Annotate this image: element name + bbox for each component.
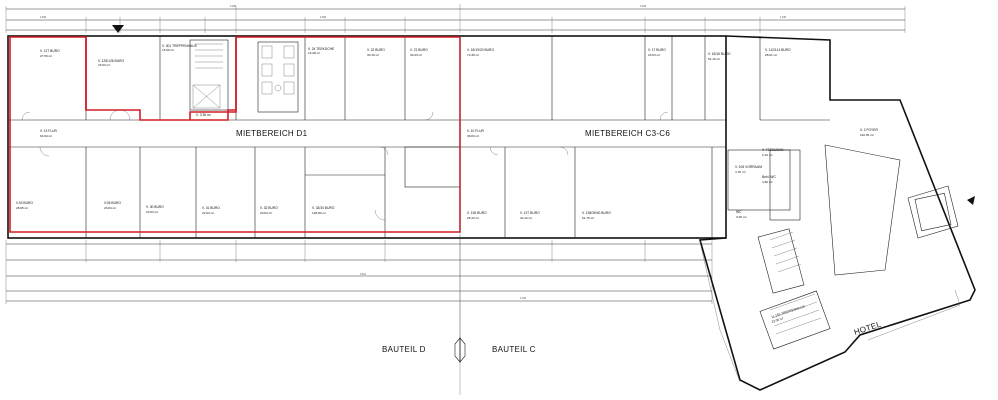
room-labels-top: V. 127 BURO 27.59 m² V. 125/126 BURO 23.… bbox=[40, 44, 791, 67]
room-name: V.03 BURO bbox=[16, 201, 33, 205]
room-area: 15.20 m² bbox=[162, 48, 174, 52]
room-area: 36.84 m² bbox=[467, 134, 479, 138]
room-name: V. 17 BURO bbox=[648, 48, 666, 52]
room-name: V. 31 BURO bbox=[202, 206, 220, 210]
room-area: 30.43 m² bbox=[410, 53, 422, 57]
room-name: V. 127 BURO bbox=[40, 49, 60, 53]
room-name: V. 32 BURO bbox=[260, 206, 278, 210]
dimension-lines-bottom: 3.611 1.015 bbox=[5, 236, 713, 340]
room-area: 14.48 m² bbox=[308, 51, 320, 55]
room-area: 32.12 m² bbox=[520, 216, 532, 220]
rental-area-d1-outline bbox=[9, 36, 461, 233]
room-area: 4.60 m² bbox=[762, 180, 773, 184]
svg-text:1.015: 1.015 bbox=[520, 297, 527, 300]
part-label-hotel: HOTEL bbox=[853, 320, 883, 337]
room-name: V. 33/34 BURO bbox=[312, 206, 335, 210]
room-name: V. 106 VORRAUM bbox=[735, 165, 762, 169]
svg-text:3.015: 3.015 bbox=[640, 5, 647, 8]
room-labels-mid: V. 13 FLUR 64.94 m² V. 3 36 m² V. 10 FLU… bbox=[40, 113, 878, 157]
room-name: V. 22 BURO bbox=[367, 48, 385, 52]
svg-text:3.015: 3.015 bbox=[230, 5, 237, 8]
room-name: V. 24 TEEKÜCHE bbox=[308, 47, 335, 51]
room-area: 23.00 m² bbox=[771, 316, 784, 324]
svg-text:1.815: 1.815 bbox=[40, 16, 47, 19]
zone-label-c: MIETBEREICH C3-C6 bbox=[585, 129, 670, 138]
dimension-lines-top: 3.015 3.015 1.815 2.015 1.015 bbox=[5, 4, 906, 33]
room-name: V. TEEKÜCHE bbox=[762, 148, 784, 152]
room-name: V. 15/16 BURO bbox=[708, 52, 731, 56]
room-name: V. 136 BURO bbox=[467, 211, 487, 215]
room-area: 72.38 m² bbox=[467, 53, 479, 57]
room-area: 28.95 m² bbox=[16, 206, 28, 210]
room-area: 51.16 m² bbox=[708, 57, 720, 61]
room-name: WC bbox=[736, 210, 742, 214]
room-area: 110.35 m² bbox=[860, 133, 874, 137]
svg-text:3.611: 3.611 bbox=[360, 273, 366, 276]
room-name: V. 137 BURO bbox=[520, 211, 540, 215]
room-name: V. 13 FLUR bbox=[40, 129, 58, 133]
zone-label-d1: MIETBEREICH D1 bbox=[236, 129, 308, 138]
room-name: V. 112/114 BURO bbox=[765, 48, 791, 52]
room-name: V. 18/19/20 BURO bbox=[467, 48, 494, 52]
svg-text:2.015: 2.015 bbox=[320, 16, 327, 19]
room-name: V. 10 FLUR bbox=[467, 129, 485, 133]
room-area: 23.84 m² bbox=[104, 206, 116, 210]
room-area: 20.84 m² bbox=[260, 211, 272, 215]
part-label-c: BAUTEIL C bbox=[492, 345, 536, 354]
hotel-wing bbox=[698, 35, 976, 391]
room-area: 27.59 m² bbox=[40, 54, 52, 58]
room-name: V. 301 TREPPENHAUS bbox=[162, 44, 198, 48]
room-area: 30.16 m² bbox=[367, 53, 379, 57]
room-name: V. 30 BURO bbox=[146, 205, 164, 209]
room-name: V. 125/126 BURO bbox=[98, 59, 125, 63]
room-area: 64.94 m² bbox=[40, 134, 52, 138]
room-area: 2.10 m² bbox=[762, 153, 773, 157]
room-name: V. 138/39/40 BURO bbox=[582, 211, 611, 215]
section-marker bbox=[112, 25, 466, 395]
room-area: 26.43 m² bbox=[467, 216, 479, 220]
room-area: 22.03 m² bbox=[202, 211, 214, 215]
room-area: 4.78 m² bbox=[735, 170, 746, 174]
room-area: 128.80 m² bbox=[312, 211, 326, 215]
room-name: V. 153 TREPPENHAUS bbox=[771, 304, 806, 319]
part-label-d: BAUTEIL D bbox=[382, 345, 426, 354]
room-area: 23.03 m² bbox=[146, 210, 158, 214]
room-area: 23.63 m² bbox=[98, 63, 110, 67]
room-name: V. 3 36 m² bbox=[196, 113, 212, 117]
room-area: 61.79 m² bbox=[582, 216, 594, 220]
room-name: V. 21 BURO bbox=[410, 48, 428, 52]
room-name: V. 2 FOYER bbox=[860, 128, 878, 132]
room-area: 28.01 m² bbox=[765, 53, 777, 57]
room-labels-bottom: V.03 BURO 28.95 m² V.05 BURO 23.84 m² V.… bbox=[16, 165, 806, 324]
room-name: V.05 BURO bbox=[104, 201, 121, 205]
room-name: Behi. WC bbox=[762, 175, 777, 179]
room-area: 3.00 m² bbox=[736, 215, 747, 219]
svg-text:1.015: 1.015 bbox=[780, 16, 787, 19]
room-area: 23.63 m² bbox=[648, 53, 660, 57]
